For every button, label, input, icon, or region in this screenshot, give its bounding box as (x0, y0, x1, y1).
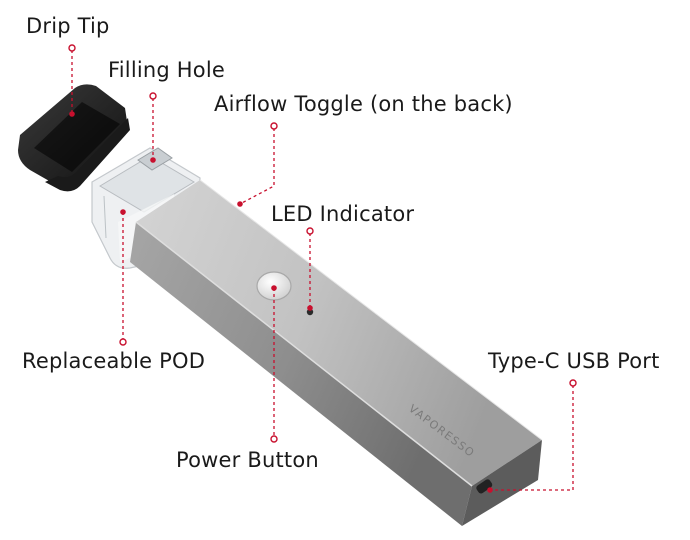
usb-port-leader (490, 385, 574, 491)
leader-lines (71, 50, 574, 491)
leader-rings (68, 44, 577, 443)
usb-port-label: Type-C USB Port (488, 349, 660, 373)
leader-dots (69, 111, 493, 493)
led-indicator-label: LED Indicator (271, 202, 415, 226)
drip-tip (18, 84, 130, 192)
airflow-toggle-label: Airflow Toggle (on the back) (214, 92, 513, 116)
replaceable-pod-label: Replaceable POD (22, 349, 206, 373)
device-body: VAPORESSO (130, 179, 543, 526)
airflow-toggle-leader (239, 128, 275, 205)
usb-c-port (476, 479, 493, 494)
drip-tip-label: Drip Tip (26, 14, 110, 38)
led-indicator-light (306, 308, 314, 316)
power-button-label: Power Button (176, 448, 319, 472)
filling-hole-label: Filling Hole (108, 58, 225, 82)
